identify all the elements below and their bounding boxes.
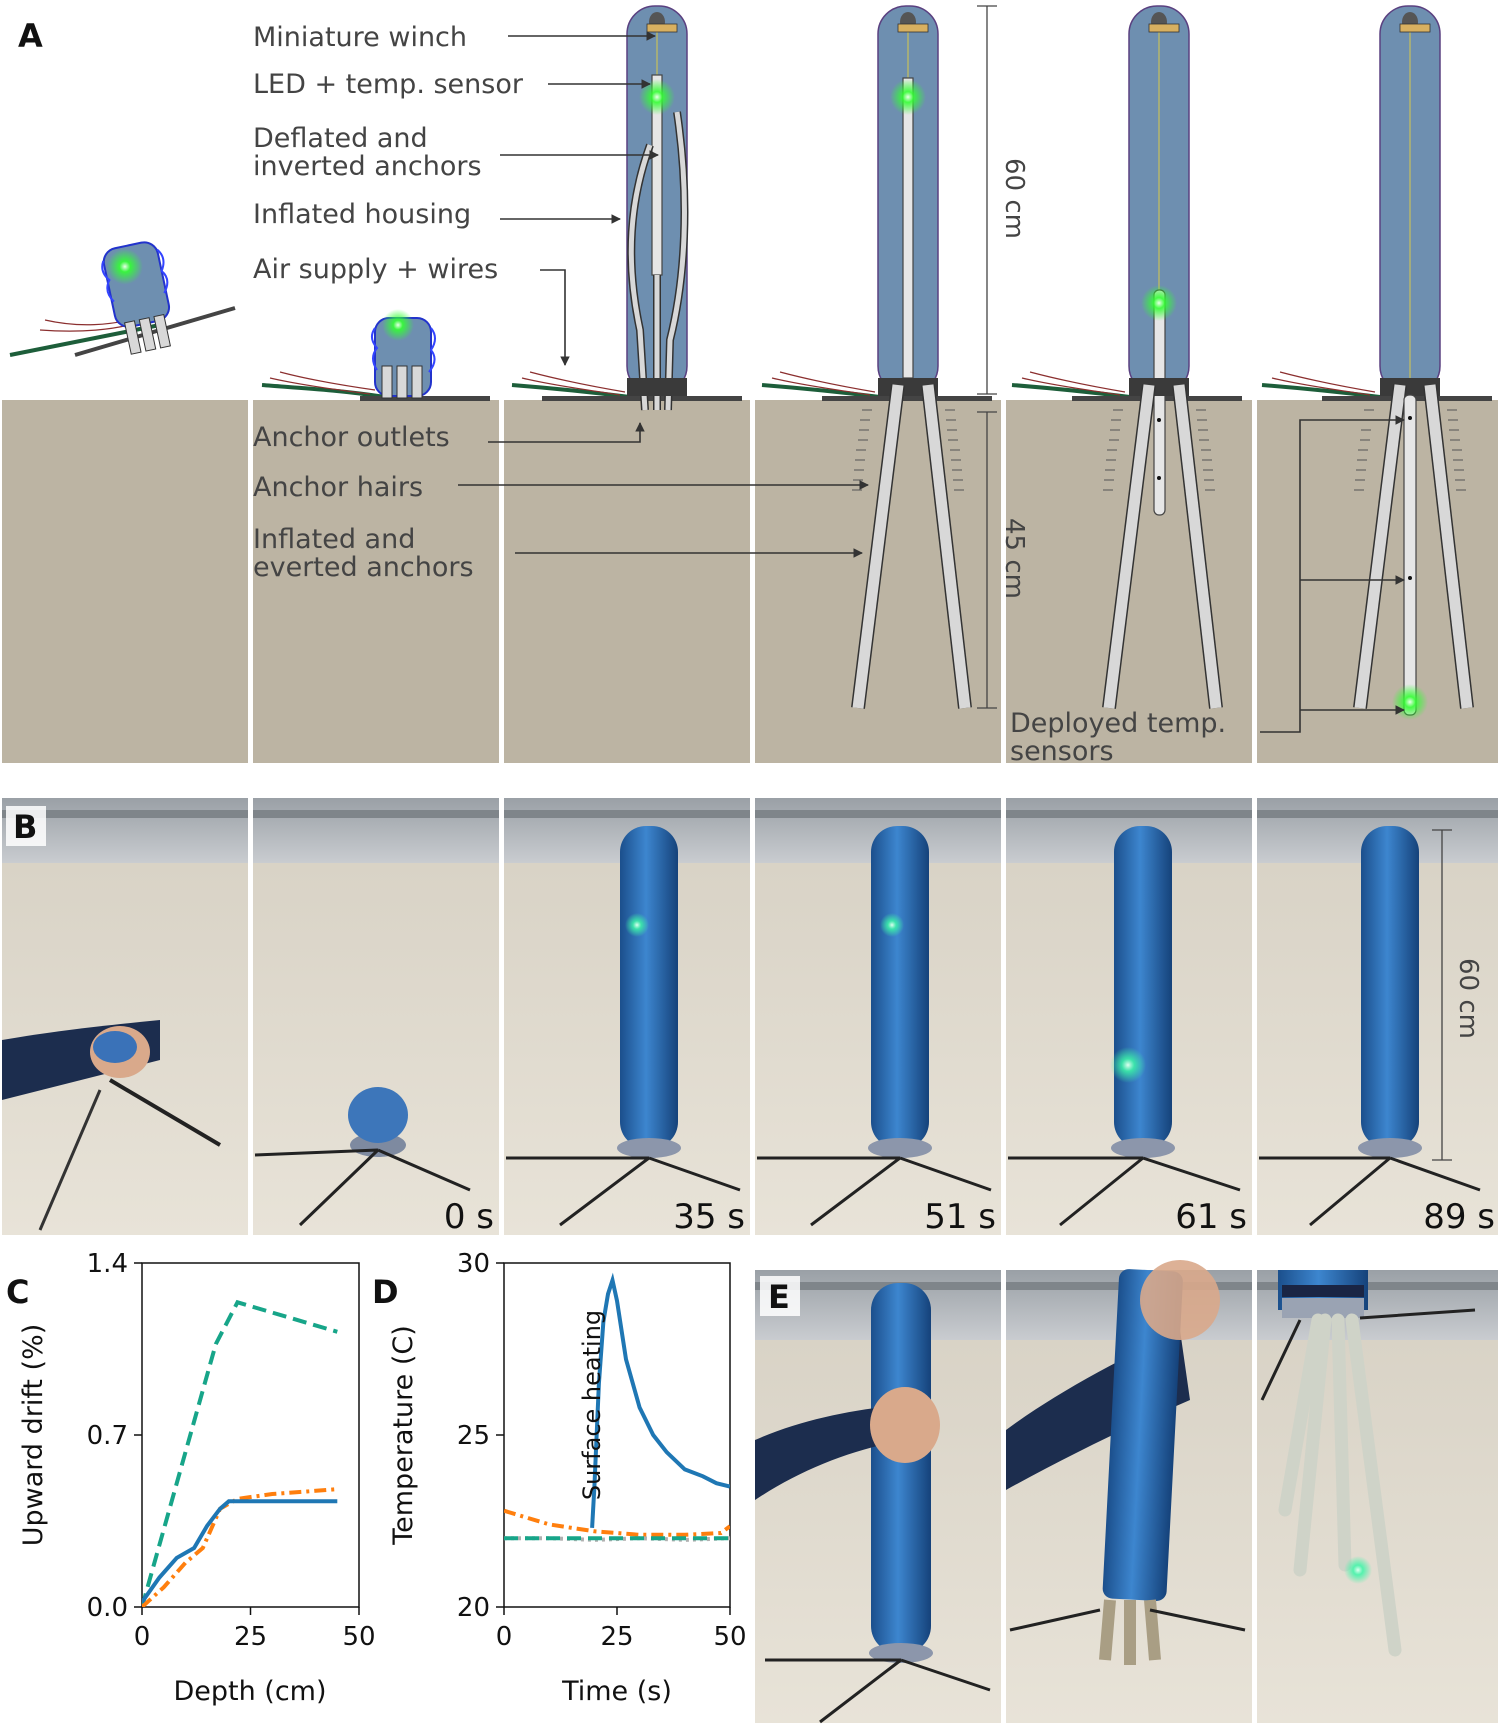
chart-d-ytick-label: 20 [457,1593,490,1623]
robot-stage-inflated [511,5,742,411]
label-miniature-winch: Miniature winch [253,22,467,53]
chart-d-series-line-1 [504,1508,730,1537]
chart-c-series-line-0 [142,1299,338,1607]
robot-stage-anchored [761,5,992,709]
label-deployed-sensors-1: Deployed temp. [1010,708,1226,739]
chart-c-series [142,1299,338,1607]
photo-frame-2 [253,798,499,1235]
dimension-line-45cm [977,411,997,709]
chart-d-ytick-label: 30 [457,1249,490,1279]
panel-a: A [2,5,1498,767]
timestamp-35s: 35 s [673,1197,745,1237]
timestamp-0s: 0 s [444,1197,494,1237]
photo-scale-label: 60 cm [1453,958,1483,1039]
photo-frame-6 [1257,798,1498,1235]
chart-d-series [504,1272,730,1542]
photo-dimension-line [1432,829,1452,1161]
photo-frame-5 [1006,798,1252,1235]
chart-d-ylabel: Temperature (C) [388,1325,419,1546]
panel-letter-c: C [6,1273,29,1311]
chart-c-xtick-label: 0 [134,1622,151,1652]
panel-c: C 0 25 50 0.0 0.7 1.4 Depth (cm) Upward drift… [6,1249,376,1707]
label-anchor-hairs: Anchor hairs [253,472,423,503]
chart-c-ytick-label: 0.7 [87,1421,128,1451]
folded-robot-airborne [9,241,236,357]
photo-e-frame-3 [1257,1270,1498,1723]
label-inflated-anchors-2: everted anchors [253,552,474,583]
label-air-supply: Air supply + wires [253,254,498,285]
scale-label-60cm: 60 cm [999,158,1029,239]
chart-c-ytick-label: 0.0 [87,1593,128,1623]
chart-d-frame [503,1262,731,1608]
chart-d-annotation-surface-heating: Surface heating [578,1310,606,1500]
panel-d: D 0 25 50 20 25 30 Time (s) Temperature (C) S… [372,1249,747,1707]
dimension-line-60cm [977,5,997,395]
leader-arrows [458,31,1405,733]
chart-c-axes: 0 25 50 0.0 0.7 1.4 [87,1249,376,1652]
label-led-temp-sensor: LED + temp. sensor [253,69,524,100]
chart-c-xlabel: Depth (cm) [173,1676,326,1707]
chart-d-xtick-label: 25 [600,1622,633,1652]
panel-b: B 0 s 35 s 51 s 61 s 89 s 60 cm [2,798,1498,1237]
timestamp-51s: 51 s [924,1197,996,1237]
sand-section-1 [2,400,248,763]
chart-c-frame [141,1262,360,1608]
sand-section-2 [253,400,499,763]
chart-c-xtick-label: 25 [234,1622,267,1652]
timestamp-89s: 89 s [1423,1197,1495,1237]
label-inflated-anchors-1: Inflated and [253,524,415,555]
chart-d-xlabel: Time (s) [561,1676,672,1707]
panel-letter-b: B [13,808,37,846]
label-inflated-housing: Inflated housing [253,199,471,230]
panel-letter-a: A [18,17,43,55]
chart-c-xtick-label: 50 [342,1622,375,1652]
label-deflated-anchors-2: inverted anchors [253,151,482,182]
photo-e-frame-1 [755,1270,1001,1725]
folded-robot-landed [261,309,490,401]
photo-frame-4 [755,798,1001,1235]
photo-frame-3 [504,798,750,1235]
panel-letter-d: D [372,1273,399,1311]
chart-c-series-line-1 [142,1487,338,1607]
chart-c-series-line-2 [142,1499,338,1604]
photo-frame-1 [2,798,248,1235]
sand-section-3 [504,400,750,763]
scale-label-45cm: 45 cm [999,518,1029,599]
label-deflated-anchors-1: Deflated and [253,123,428,154]
label-anchor-outlets: Anchor outlets [253,422,450,453]
photo-e-frame-2 [1006,1260,1252,1723]
chart-d-xtick-label: 0 [496,1622,513,1652]
chart-c-ytick-label: 1.4 [87,1249,128,1279]
label-deployed-sensors-2: sensors [1010,736,1114,767]
chart-c-ylabel: Upward drift (%) [18,1324,49,1547]
chart-d-axes: 0 25 50 20 25 30 [457,1249,747,1652]
chart-d-ytick-label: 25 [457,1421,490,1451]
panel-e: E [755,1260,1498,1725]
panel-letter-e: E [768,1278,790,1316]
timestamp-61s: 61 s [1175,1197,1247,1237]
robot-stage-sensor-descending [1011,5,1242,709]
chart-d-xtick-label: 50 [713,1622,746,1652]
chart-d-series-line-0 [590,1272,730,1529]
